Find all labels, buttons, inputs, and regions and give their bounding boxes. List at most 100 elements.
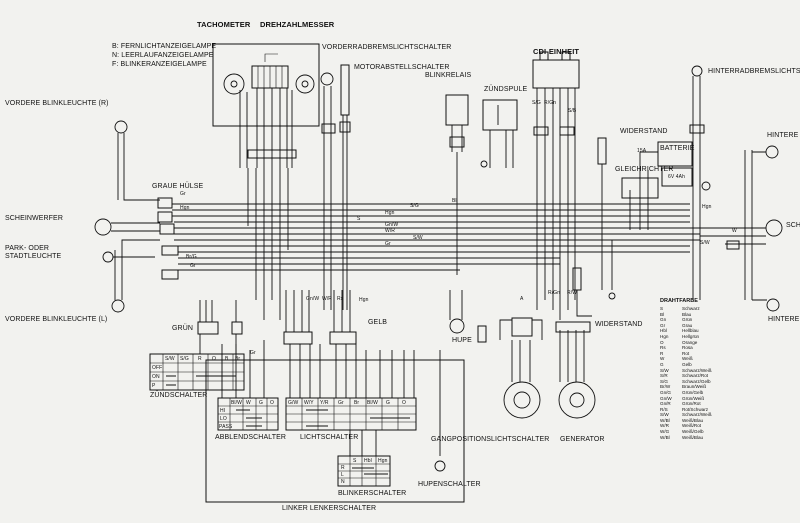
label-park-2: STADTLEUCHTE [5, 253, 62, 260]
label-vordere-r: VORDERE BLINKLEUCHTE (R) [5, 100, 109, 107]
label-linker-lenker: LINKER LENKERSCHALTER [282, 505, 377, 512]
wire-code: Rs [337, 296, 344, 302]
abblend-col: G [259, 400, 263, 406]
zuend-col: S/W [165, 356, 175, 362]
legend-color: Weiß [682, 356, 693, 362]
legend-color: Schwarz/Gelb [682, 378, 711, 384]
blinker-row: L [341, 472, 344, 478]
hupenschalter [434, 460, 446, 472]
wire-code: Hgn [180, 205, 190, 211]
legend-code: Gn/R [660, 401, 671, 407]
legend-color: Rot/Schwarz [682, 406, 709, 412]
legend-code: G [660, 361, 664, 367]
legend-code: W [660, 356, 665, 362]
label-abblendschalter: ABBLENDSCHALTER [215, 434, 287, 441]
label-gleichrichter: GLEICHRICHTER [615, 166, 674, 173]
blinker-col: S [353, 458, 357, 464]
legend-row: S/R Schwarz/Rot [660, 373, 740, 379]
tachometer-housing [212, 43, 320, 127]
legend-code: Gr [660, 322, 666, 328]
licht-col: Br [354, 400, 360, 406]
legend-code: W/Bl [660, 417, 670, 423]
legend-code: Gn [660, 317, 667, 323]
label-blinkerschalter: BLINKERSCHALTER [338, 490, 407, 497]
legend-row: Bl Blau [660, 312, 740, 318]
legend-color: Braun/Weiß [682, 384, 707, 390]
legend-code: Gn/W [660, 395, 672, 401]
wire-code: W/R [322, 296, 333, 302]
motorabstell-switch [340, 64, 350, 116]
wire-code: S/G [532, 100, 541, 106]
label-zuendspule: ZÜNDSPULE [484, 86, 528, 93]
label-sch: SCH [786, 222, 800, 229]
zuend-row: P [152, 383, 156, 389]
wire-code: S/W [413, 235, 423, 241]
legend-color: Schwarz/Weiß [682, 367, 712, 373]
licht-col: G/W [288, 400, 299, 406]
licht-col: Gr [338, 400, 344, 406]
wire-code: Gr [180, 191, 186, 197]
zuend-col: R [198, 356, 202, 362]
wire-code: Hgn [702, 204, 712, 210]
label-widerstand-top: WIDERSTAND [620, 128, 668, 135]
label-hinterradbrems: HINTERRADBREMSLICHTSCHALTER [708, 68, 800, 75]
label-blinkrelais: BLINKRELAIS [425, 72, 472, 79]
label-arrow-a: A [520, 296, 524, 302]
wire-code: Br/G [186, 254, 197, 260]
blinker-col: Hgn [378, 458, 388, 464]
legend-color: Weiß/Blau [682, 417, 704, 423]
label-lamp-n: N: LEERLAUFANZEIGELAMPE [112, 52, 214, 59]
wire-code: Bl [452, 198, 457, 204]
zuend-row: OFF [152, 365, 163, 371]
legend-color: Weiß/Rot [682, 423, 702, 429]
wire-code: Gr [250, 350, 256, 356]
label-widerstand-right: WIDERSTAND [595, 321, 643, 328]
licht-col: Y/R [320, 400, 329, 406]
tacho-connector [247, 149, 297, 159]
licht-col: G [386, 400, 390, 406]
generator [558, 381, 596, 419]
label-fuse: 15A [637, 148, 647, 154]
legend-row: W/Bl Weiß/Blau [660, 418, 740, 424]
legend-code: Bl [660, 311, 665, 317]
abblend-col: O [270, 400, 274, 406]
legend-code: S/R [660, 373, 668, 379]
legend-code: W/Bl [660, 434, 670, 440]
wire-code: S/B [568, 108, 577, 114]
legend-color: Grün/Rot [682, 401, 701, 407]
legend-color: Grün/Gelb [682, 389, 704, 395]
label-cdi: CDI-EINHEIT [533, 47, 580, 56]
legend-color: Schwarz [682, 306, 700, 311]
wire-code: R/Gn [544, 100, 557, 106]
legend-color: Schwarz/Rot [682, 373, 709, 379]
label-lamp-f: F: BLINKERANZEIGELAMPE [112, 61, 207, 68]
label-drehzahlmesser: DREHZAHLMESSER [260, 20, 335, 29]
abblend-row: PASS [219, 424, 233, 430]
wire-code: Hgn [359, 297, 369, 303]
parkleuchte [102, 251, 114, 263]
legend-color: Blau [682, 311, 692, 317]
wire-code: R/W [567, 290, 578, 296]
blinker-vl [111, 299, 125, 313]
wire-code: Gn/W [306, 296, 320, 302]
legend-color: Rosa [682, 345, 693, 351]
legend-color: Gelb [682, 361, 692, 367]
abblend-row: LO [220, 416, 227, 422]
widerstand-right [572, 267, 582, 291]
wire-code: Gr [385, 241, 391, 247]
legend-title: DRAHTFARBE [660, 298, 698, 304]
vorderradbrems-switch [320, 72, 334, 86]
legend-row: G Gelb [660, 362, 740, 368]
label-scheinwerfer: SCHEINWERFER [5, 215, 63, 222]
wire-code: S/W [700, 240, 710, 246]
gangposition-switch [503, 381, 541, 419]
